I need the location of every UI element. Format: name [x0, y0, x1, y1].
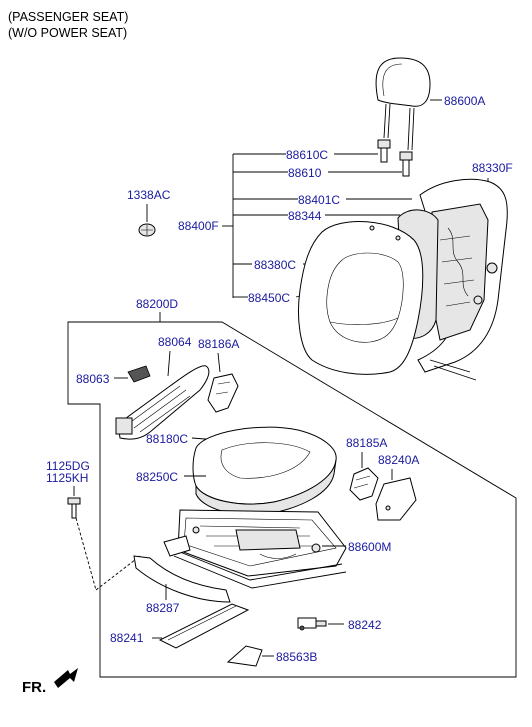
part-label-88241: 88241: [110, 631, 144, 645]
part-label-88200D: 88200D: [136, 297, 178, 311]
cover-88563B-illustration: [226, 645, 263, 667]
bolt-dashed-leader: [75, 517, 97, 591]
header-line-without-power-seat: (W/O POWER SEAT): [8, 26, 127, 40]
part-label-88563B: 88563B: [276, 650, 317, 664]
cover-88185A-illustration: [349, 467, 379, 501]
headrest-guide-illustration: [377, 139, 413, 177]
part-label-88063: 88063: [76, 372, 110, 386]
front-arrow-icon: [54, 668, 78, 688]
part-label-88600A: 88600A: [444, 94, 485, 108]
bolt-illustration: [67, 497, 81, 519]
part-label-88610C: 88610C: [286, 148, 328, 162]
part-label-1338AC: 1338AC: [127, 188, 171, 202]
seatback-frame-illustration: [417, 178, 508, 381]
part-label-88344: 88344: [288, 209, 322, 223]
seatback-cover-illustration: [298, 221, 424, 375]
part-label-88185A: 88185A: [346, 436, 387, 450]
part-label-88250C: 88250C: [136, 470, 178, 484]
part-label-88330F: 88330F: [472, 161, 513, 175]
part-label-88610: 88610: [288, 166, 322, 180]
part-label-88180C: 88180C: [146, 432, 188, 446]
side-shield-illustration: [115, 365, 210, 440]
part-label-88380C: 88380C: [254, 258, 296, 272]
part-label-88401C: 88401C: [298, 193, 340, 207]
rail-cover-88241-illustration: [158, 603, 250, 649]
part-label-88240A: 88240A: [378, 453, 419, 467]
seat-cushion-illustration: [192, 426, 337, 516]
part-label-88450C: 88450C: [248, 291, 290, 305]
part-label-88600M: 88600M: [348, 540, 391, 554]
clip-1338AC-illustration: [138, 223, 156, 237]
cover-88186A-illustration: [207, 373, 239, 413]
cover-88240A-illustration: [375, 477, 417, 521]
part-label-88287: 88287: [146, 601, 180, 615]
part-label-1125DG: 1125DG: [46, 459, 90, 473]
front-direction-label: FR.: [22, 679, 46, 696]
part-label-88242: 88242: [348, 618, 382, 632]
cushion-group-outline: [67, 321, 517, 678]
headrest-illustration: [375, 57, 431, 151]
part-label-88186A: 88186A: [198, 337, 239, 351]
front-cover-88287-illustration: [133, 555, 231, 603]
seat-frame-track-illustration: [163, 509, 347, 589]
clip-88242-illustration: [297, 617, 327, 631]
part-label-88064: 88064: [158, 335, 192, 349]
part-label-88400F: 88400F: [178, 219, 219, 233]
part-label-1125KH: 1125KH: [46, 471, 88, 485]
header-line-passenger-seat: (PASSENGER SEAT): [8, 10, 128, 24]
